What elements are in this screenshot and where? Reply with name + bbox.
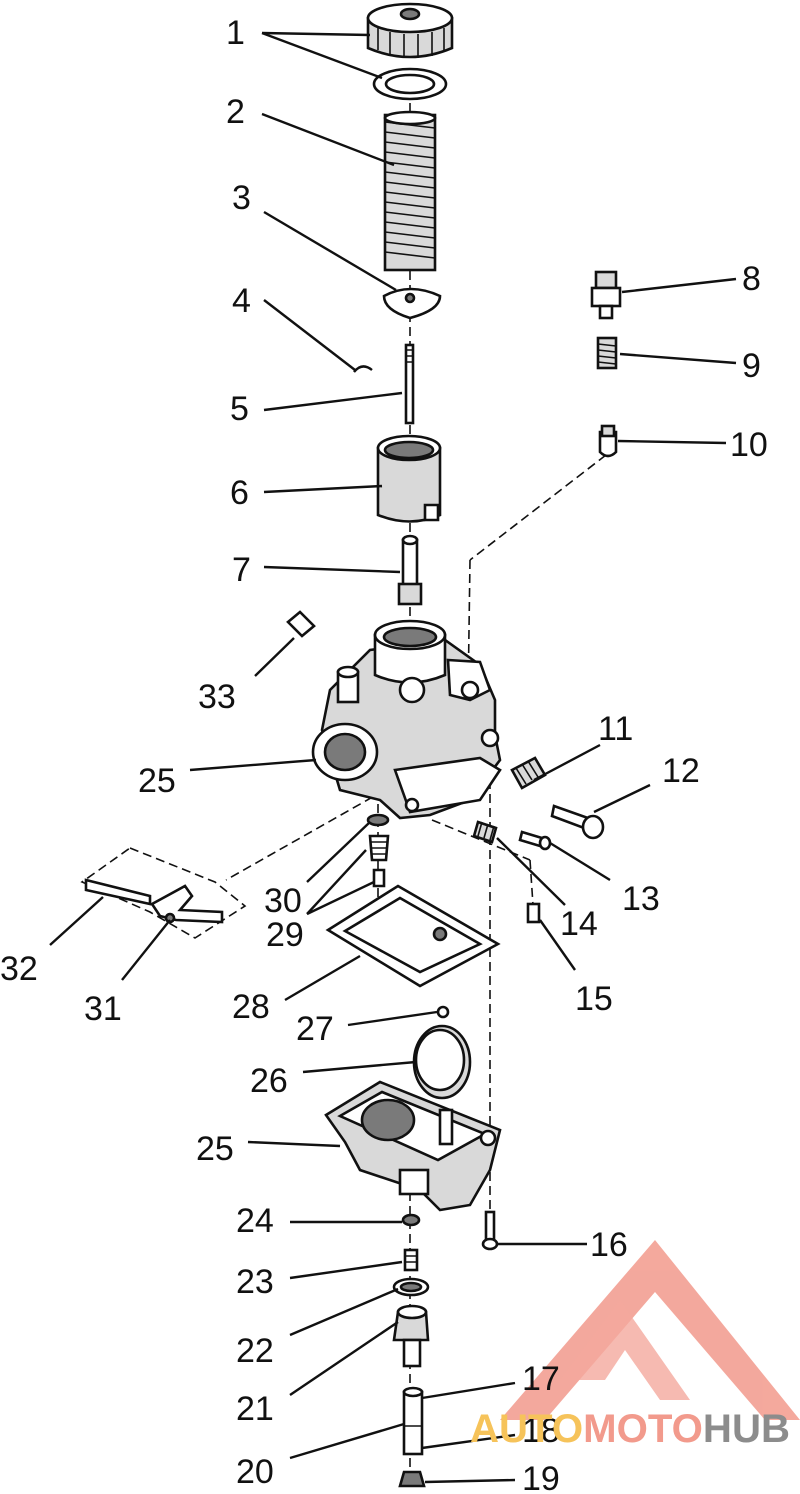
- leader-lines: [49, 31, 737, 1484]
- callout-6: 6: [230, 474, 249, 512]
- callout-27: 27: [296, 1010, 334, 1048]
- part-throttle-valve: [376, 434, 442, 523]
- callout-30: 30: [264, 882, 302, 920]
- callout-23: 23: [236, 1263, 274, 1301]
- callout-31: 31: [84, 990, 122, 1028]
- callout-33: 33: [198, 678, 236, 716]
- callout-13: 13: [622, 880, 660, 918]
- callout-12: 12: [662, 752, 700, 790]
- part-e-clip: [353, 365, 373, 373]
- callout-19: 19: [522, 1460, 560, 1494]
- callout-15: 15: [575, 980, 613, 1018]
- callout-9: 9: [742, 347, 761, 385]
- part-main-jet: [403, 1248, 419, 1272]
- watermark-auto: AUTO: [470, 1407, 583, 1451]
- callout-8: 8: [742, 260, 761, 298]
- callout-25-body: 25: [138, 762, 176, 800]
- callout-21: 21: [236, 1390, 274, 1428]
- part-pilot-spring: [596, 336, 618, 370]
- part-jet-needle: [404, 343, 415, 425]
- part-needle-clip-plate: [382, 287, 442, 320]
- callout-16: 16: [590, 1226, 628, 1264]
- part-pilot-plunger: [598, 424, 618, 458]
- callout-7: 7: [232, 551, 251, 589]
- callout-5: 5: [230, 390, 249, 428]
- part-idle-screw: [550, 804, 605, 840]
- part-idle-spring: [510, 756, 547, 790]
- part-washer-small: [401, 1213, 421, 1227]
- callout-labels: 1 2 3 4 5 6 7 8 9 10 11 12 13 14 15 16 1…: [0, 14, 768, 1494]
- callout-11: 11: [598, 710, 633, 748]
- callout-4: 4: [232, 282, 251, 320]
- part-drain-tube: [402, 1386, 424, 1456]
- automotohub-watermark-text: AUTOMOTOHUB: [470, 1407, 790, 1451]
- callout-26: 26: [250, 1062, 288, 1100]
- callout-29: 29: [266, 916, 304, 954]
- callout-18: 18: [522, 1412, 560, 1450]
- callout-32: 32: [0, 950, 38, 988]
- part-o-ring: [392, 1277, 430, 1297]
- part-drain-cap: [398, 1470, 426, 1488]
- part-mixture-spring: [472, 820, 498, 844]
- callout-20: 20: [236, 1453, 274, 1491]
- callout-22: 22: [236, 1332, 274, 1370]
- part-jet-holder: [392, 1304, 430, 1368]
- part-float: [412, 1024, 472, 1100]
- part-washer: [372, 67, 448, 101]
- part-carburetor-body: [311, 619, 502, 820]
- part-jet-tip: [372, 868, 386, 888]
- callout-2: 2: [226, 93, 245, 131]
- part-o-ring-small: [366, 813, 390, 827]
- part-float-bowl-gasket: [325, 884, 501, 988]
- callout-14: 14: [560, 905, 598, 943]
- watermark-moto: MOTO: [583, 1407, 703, 1451]
- watermark-hub: HUB: [703, 1407, 790, 1451]
- callout-24: 24: [236, 1202, 274, 1240]
- part-float-arm: [84, 878, 224, 924]
- part-pilot-jet-small: [526, 902, 541, 924]
- automotohub-logo: [500, 1240, 800, 1420]
- callout-3: 3: [232, 179, 251, 217]
- callout-28: 28: [232, 988, 270, 1026]
- part-rubber-cap: [286, 610, 316, 638]
- part-pilot-screw-fitting: [590, 270, 622, 320]
- part-spring: [383, 110, 437, 272]
- part-pilot-jet: [368, 834, 390, 862]
- callout-10: 10: [730, 426, 768, 464]
- svg-text:AUTOMOTOHUB: AUTOMOTOHUB: [470, 1407, 790, 1451]
- callout-25-bowl: 25: [196, 1130, 234, 1168]
- part-float-pin: [436, 1005, 450, 1019]
- part-float-bowl: [324, 1080, 502, 1212]
- part-bowl-screw: [481, 1210, 499, 1251]
- callout-1: 1: [226, 14, 245, 52]
- part-cap: [366, 2, 454, 59]
- part-needle-jet: [397, 534, 423, 606]
- callout-17: 17: [522, 1360, 560, 1398]
- part-mixture-screw: [518, 830, 552, 851]
